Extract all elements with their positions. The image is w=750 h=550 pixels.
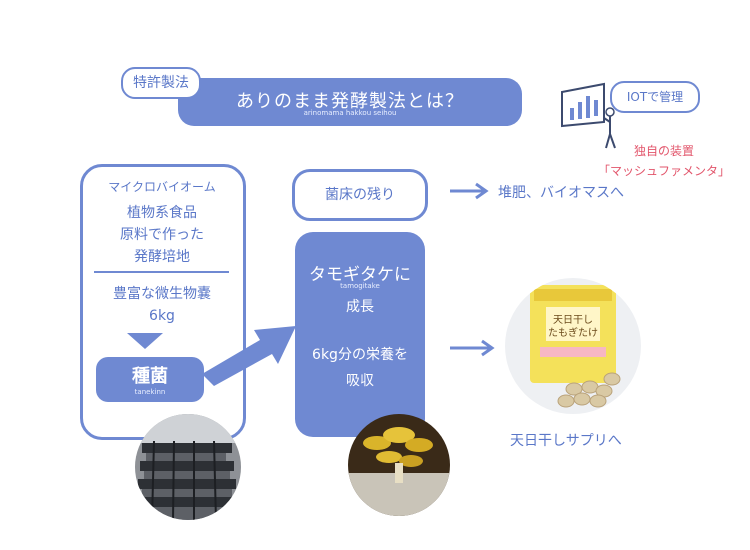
title-text: ありのまま発酵製法とは？ xyxy=(236,91,464,112)
tamogitake-label: タモギタケに xyxy=(309,265,411,285)
facility-photo xyxy=(135,414,241,520)
down-arrow-icon xyxy=(127,333,163,349)
mushroom-photo xyxy=(348,414,450,516)
package-text-2: たもぎたけ xyxy=(548,326,598,339)
tamogitake-romaji: tamogitake xyxy=(340,282,380,290)
growth-label: 成長 xyxy=(346,299,374,315)
device-label: 独自の装置 「マッシュファメンタ」 xyxy=(597,144,730,178)
iot-monitor-icon xyxy=(561,82,616,149)
tanekin-romaji: tanekinn xyxy=(134,388,166,396)
bed-remains-box: 菌床の残り xyxy=(292,169,428,221)
microbe-amount: 豊富な微生物嚢 6kg xyxy=(113,286,211,324)
patent-tag: 特許製法 xyxy=(121,67,201,99)
tanekin-box: 種菌 tanekinn xyxy=(96,357,204,402)
tamogitake-box: タモギタケに tamogitake 成長 6kg分の栄養を 吸収 xyxy=(295,232,425,437)
medium-description: 植物系食品 原料で作った 発酵培地 xyxy=(120,205,204,265)
supplement-label: 天日干しサプリへ xyxy=(510,433,622,449)
supplement-photo: 天日干し たもぎたけ xyxy=(505,278,641,414)
title-banner: ありのまま発酵製法とは？ arinomama hakkou seihou xyxy=(178,78,522,126)
compost-label: 堆肥、バイオマスへ xyxy=(498,185,624,201)
right-arrow-icon xyxy=(450,339,495,357)
tanekin-label: 種菌 xyxy=(132,366,168,387)
microbiome-label: マイクロバイオーム xyxy=(108,180,216,194)
iot-bubble: IOTで管理 xyxy=(610,81,700,113)
growth-arrow-icon xyxy=(202,326,296,386)
right-arrow-icon xyxy=(450,182,489,200)
divider xyxy=(94,271,229,273)
package-text-1: 天日干し xyxy=(553,314,593,326)
title-romaji: arinomama hakkou seihou xyxy=(303,109,397,117)
nutrient-label: 6kg分の栄養を 吸収 xyxy=(312,347,408,389)
